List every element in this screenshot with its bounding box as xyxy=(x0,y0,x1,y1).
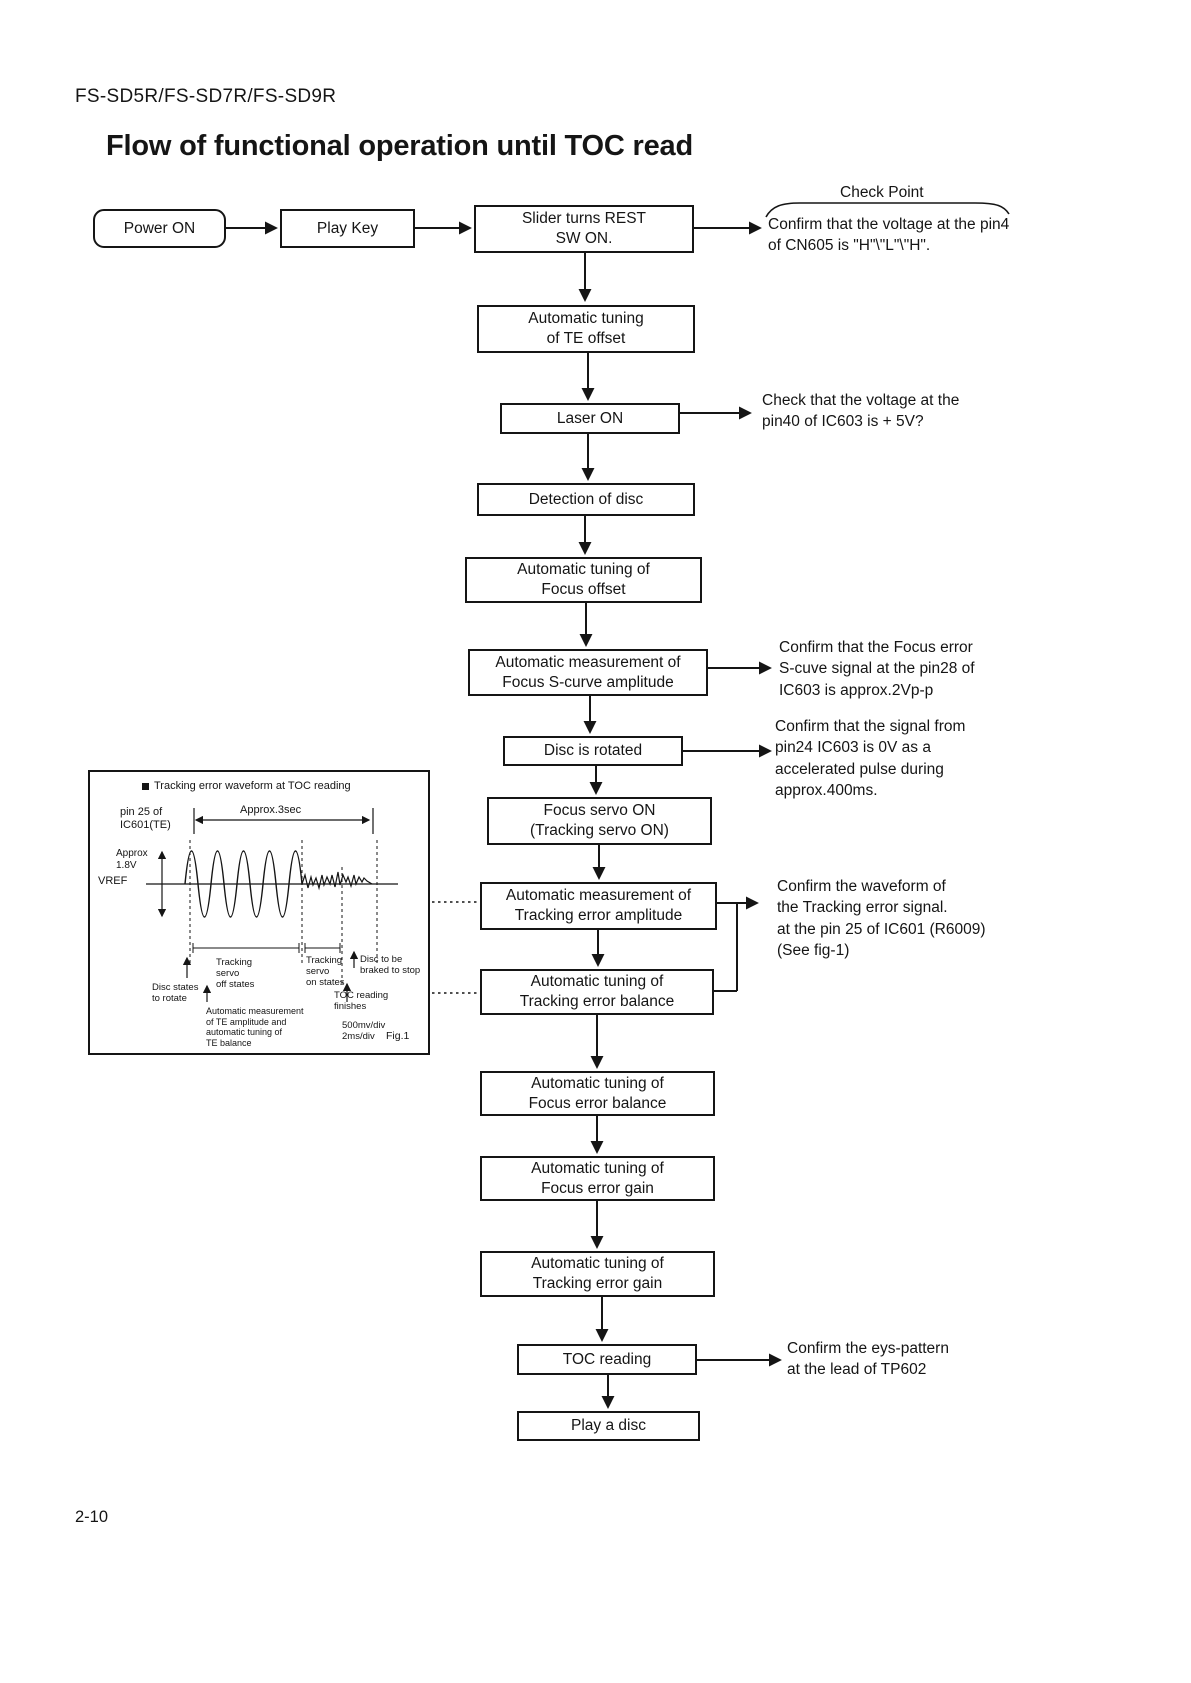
flow-node-tracking-error-measure: Automatic measurement of Tracking error … xyxy=(480,882,717,930)
auto-measure-label: Automatic measurement of TE amplitude an… xyxy=(206,1006,304,1048)
disc-brake-label: Disc to be braked to stop xyxy=(360,954,421,977)
flow-node-tracking-error-gain: Automatic tuning of Tracking error gain xyxy=(480,1251,715,1297)
flow-node-focus-error-gain: Automatic tuning of Focus error gain xyxy=(480,1156,715,1201)
disc-rotate-label: Disc states to rotate xyxy=(152,982,199,1005)
amplitude-label: Approx 1.8V xyxy=(116,848,148,871)
toc-finish-label: TOC reading finishes xyxy=(334,990,389,1013)
flow-node-te-offset: Automatic tuning of TE offset xyxy=(477,305,695,353)
toc-note: Confirm the eys-pattern at the lead of T… xyxy=(787,1340,949,1379)
pin-label: pin 25 of IC601(TE) xyxy=(120,806,171,831)
flow-node-play-key: Play Key xyxy=(280,209,415,248)
bullet-square-icon xyxy=(142,782,149,790)
model-header: FS-SD5R/FS-SD7R/FS-SD9R xyxy=(75,86,337,107)
check-point-note: Confirm that the voltage at the pin4 of … xyxy=(768,216,1010,255)
tracking-error-waveform xyxy=(146,808,398,1002)
disc-rotated-note: Confirm that the signal from pin24 IC603… xyxy=(775,718,966,800)
servo-off-label: Tracking servo off states xyxy=(216,957,255,991)
check-point-heading: Check Point xyxy=(840,184,924,201)
flow-node-slider-rest-sw: Slider turns REST SW ON. xyxy=(474,205,694,253)
fig1-waveform-panel: Tracking error waveform at TOC reading p… xyxy=(88,770,430,1055)
fig1-legend-label: Tracking error waveform at TOC reading xyxy=(154,780,351,792)
vref-label: VREF xyxy=(98,875,128,887)
flow-node-focus-servo-on: Focus servo ON (Tracking servo ON) xyxy=(487,797,712,845)
flow-node-disc-detection: Detection of disc xyxy=(477,483,695,516)
flow-node-laser-on: Laser ON xyxy=(500,403,680,434)
tracking-note: Confirm the waveform of the Tracking err… xyxy=(777,878,986,960)
s-curve-note: Confirm that the Focus error S-cuve sign… xyxy=(779,639,975,699)
page-title: Flow of functional operation until TOC r… xyxy=(106,130,693,162)
fig-number-label: Fig.1 xyxy=(386,1030,410,1042)
duration-label: Approx.3sec xyxy=(240,804,302,816)
page-number: 2-10 xyxy=(75,1508,109,1526)
flow-node-power-on: Power ON xyxy=(93,209,226,248)
servo-on-label: Tracking servo on states xyxy=(306,955,345,989)
flow-node-tracking-error-balance: Automatic tuning of Tracking error balan… xyxy=(480,969,714,1015)
flow-node-disc-rotated: Disc is rotated xyxy=(503,736,683,766)
flow-node-focus-error-balance: Automatic tuning of Focus error balance xyxy=(480,1071,715,1116)
scale-label: 500mv/div 2ms/div xyxy=(342,1020,386,1043)
flow-node-toc-reading: TOC reading xyxy=(517,1344,697,1375)
laser-note: Check that the voltage at the pin40 of I… xyxy=(762,392,960,431)
fig1-legend: Tracking error waveform at TOC reading xyxy=(142,780,351,792)
flow-node-play-a-disc: Play a disc xyxy=(517,1411,700,1441)
flow-node-focus-s-curve: Automatic measurement of Focus S-curve a… xyxy=(468,649,708,696)
flow-node-focus-offset: Automatic tuning of Focus offset xyxy=(465,557,702,603)
